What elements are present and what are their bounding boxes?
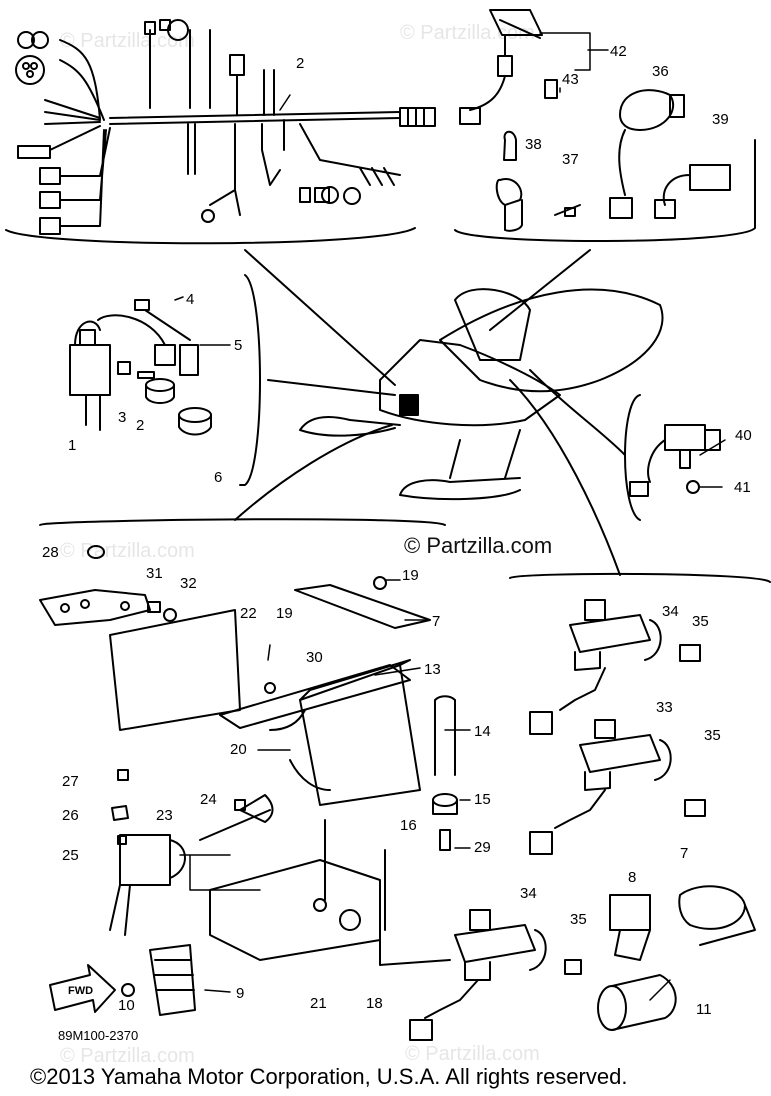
callout-10: 10 [118, 997, 135, 1014]
watermark-faint: © Partzilla.com [60, 30, 195, 52]
watermark-faint: © Partzilla.com [405, 1043, 540, 1065]
callout-2-harness: 2 [296, 55, 305, 72]
callout-15: 15 [474, 791, 491, 808]
callout-21: 21 [310, 995, 327, 1012]
pointer-switches [490, 250, 590, 330]
callout-43: 43 [562, 71, 579, 88]
callout-35-bottom: 35 [570, 911, 587, 928]
callout-29: 29 [474, 839, 491, 856]
snowmobile-sketch [300, 289, 663, 499]
callout-6: 6 [214, 469, 223, 486]
pointer-tail [530, 370, 625, 455]
callout-7-right: 7 [680, 845, 689, 862]
electrical-box [40, 546, 457, 1015]
callout-23: 23 [156, 807, 173, 824]
callout-19-left: 19 [276, 605, 293, 622]
callout-19-right: 19 [402, 567, 419, 584]
wire-harness [16, 20, 435, 234]
callout-37: 37 [562, 151, 579, 168]
callout-5: 5 [234, 337, 243, 354]
callout-4: 4 [186, 291, 195, 308]
callout-31: 31 [146, 565, 163, 582]
panel-border-switches [455, 140, 755, 241]
panel-border-box [40, 519, 445, 525]
callout-39: 39 [712, 111, 729, 128]
panel-border-ignition [240, 275, 260, 485]
callout-leaders [175, 33, 725, 1000]
callout-27: 27 [62, 773, 79, 790]
callout-22: 22 [240, 605, 257, 622]
watermark-faint: © Partzilla.com [400, 22, 535, 44]
callout-32: 32 [180, 575, 197, 592]
panel-border-regulator [510, 574, 770, 582]
pointer-electrical-box [235, 425, 392, 520]
callout-41: 41 [734, 479, 751, 496]
callout-24: 24 [200, 791, 217, 808]
figure-code: 89M100-2370 [58, 1028, 139, 1043]
callout-26: 26 [62, 807, 79, 824]
callout-35-top: 35 [692, 613, 709, 630]
callout-1: 1 [68, 437, 77, 454]
callout-33: 33 [656, 699, 673, 716]
copyright-notice: ©2013 Yamaha Motor Corporation, U.S.A. A… [30, 1064, 628, 1089]
regulator-parts [410, 600, 755, 1040]
callout-13: 13 [424, 661, 441, 678]
callout-3: 3 [118, 409, 127, 426]
callout-25: 25 [62, 847, 79, 864]
callout-28: 28 [42, 544, 59, 561]
callout-11: 11 [696, 1001, 712, 1018]
ignition-coil [70, 300, 211, 435]
callout-16: 16 [400, 817, 417, 834]
callout-8: 8 [628, 869, 637, 886]
pointer-harness [245, 250, 395, 385]
callout-42: 42 [610, 43, 627, 60]
callout-18: 18 [366, 995, 383, 1012]
callout-14: 14 [474, 723, 491, 740]
pointer-ignition [268, 380, 395, 395]
pointer-regulator [510, 380, 620, 575]
switch-parts [460, 10, 730, 231]
panel-border-coil [625, 395, 640, 520]
callout-30: 30 [306, 649, 323, 666]
callout-20: 20 [230, 741, 247, 758]
fwd-label: FWD [68, 985, 94, 997]
callout-7: 7 [432, 613, 441, 630]
watermark-main: © Partzilla.com [404, 533, 553, 558]
callout-34-top: 34 [662, 603, 679, 620]
callout-38: 38 [525, 136, 542, 153]
callout-34-bottom: 34 [520, 885, 537, 902]
watermark-faint: © Partzilla.com [60, 1045, 195, 1067]
callout-35-mid: 35 [704, 727, 721, 744]
callout-36: 36 [652, 63, 669, 80]
small-coil [630, 425, 720, 496]
callout-40: 40 [735, 427, 752, 444]
callout-2: 2 [136, 417, 145, 434]
callout-9: 9 [236, 985, 245, 1002]
fwd-arrow [50, 965, 115, 1012]
panel-border-harness [6, 228, 415, 243]
